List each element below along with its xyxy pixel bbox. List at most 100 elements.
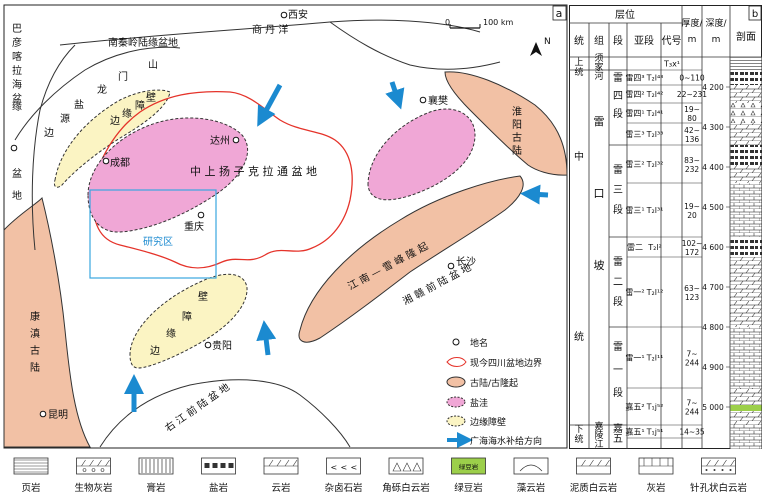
code-label: T₂l³² — [646, 160, 664, 169]
legend-salt: 盐洼 — [470, 397, 488, 409]
lithology-label: 膏岩 — [146, 482, 165, 494]
member-label: 三 — [613, 185, 623, 196]
region-char-huaiyang: 阳 — [512, 119, 522, 131]
depth-tick: 4 400 — [702, 163, 724, 172]
region-char-kangdian: 滇 — [30, 327, 40, 340]
thickness-value: 244 — [685, 408, 700, 417]
region-char-longmen: 门 — [118, 70, 128, 83]
lithology-layer — [730, 237, 762, 257]
legend-boundary: 现今四川盆地边界 — [470, 357, 542, 369]
lithology-label: 灰岩 — [646, 482, 665, 494]
subsegment-label: 雷四² — [625, 90, 644, 99]
code-label: T₂l³³ — [646, 130, 664, 139]
lithology-label: 页岩 — [21, 482, 40, 494]
thickness-value: 102~ — [682, 239, 703, 248]
member-label: 一 — [613, 365, 623, 376]
code-label: T₂l⁴² — [646, 90, 664, 99]
strat-panel-label: b — [752, 9, 758, 20]
thickness-value: 19~ — [684, 202, 700, 211]
subsegment-label: 雷一² — [625, 288, 644, 297]
region-char-yuan_bian: 盐 — [74, 98, 84, 111]
formation-label: 须 — [594, 53, 603, 64]
lithology-item: 云岩 — [263, 457, 299, 494]
place-chengdu: 成都 — [110, 157, 130, 169]
series-label: 中 — [574, 150, 584, 163]
lithology-label: 生物灰岩 — [74, 482, 112, 494]
subsegment-label: 雷四³ — [625, 74, 644, 83]
lithology-label: 绿豆岩 — [454, 482, 483, 494]
lithology-layer — [730, 145, 762, 165]
label-study-area: 研究区 — [143, 235, 173, 248]
subsegment-label: 雷四¹ — [625, 109, 644, 118]
scale-zero: 0 — [445, 18, 450, 27]
legend-uplift: 古陆/古隆起 — [470, 377, 518, 389]
region-char-edge_barrier_nw: 边 — [110, 115, 120, 127]
label-central-basin: 中 上 扬 子 克 拉 通 盆 地 — [190, 164, 317, 178]
subsegment-label: 雷三³ — [625, 130, 644, 139]
series-label: 统 — [574, 330, 584, 343]
region-char-bayan: 喀 — [12, 50, 22, 63]
depth-tick: 4 200 — [702, 83, 724, 92]
code-label: T₂l⁴¹ — [646, 109, 664, 118]
thickness-value: 80 — [687, 114, 697, 123]
subsegment-label: 嘉五² — [625, 402, 644, 412]
region-char-bayan: 盆 — [12, 92, 22, 105]
member-label: 段 — [613, 203, 623, 216]
subsegment-label: 嘉五¹ — [625, 427, 644, 437]
header-depth: 深度/ — [705, 17, 727, 29]
lithology-item: 泥质白云岩 — [570, 457, 617, 494]
thickness-value: 123 — [685, 293, 700, 302]
thickness-value: 136 — [685, 135, 700, 144]
subsegment-label: 雷三² — [625, 160, 644, 169]
place-xian: 西安 — [288, 8, 308, 21]
member-label: 雷 — [613, 164, 623, 176]
formation-label: 雷 — [594, 115, 605, 128]
code-label: T₂l³¹ — [646, 206, 664, 215]
thickness-value: 63~ — [684, 284, 700, 293]
lithology-layer — [730, 327, 762, 388]
formation-label: 坡 — [594, 259, 605, 272]
place-guiyang: 贵阳 — [212, 339, 232, 352]
svg-text:<: < — [351, 463, 358, 472]
series-label: 下 — [574, 425, 583, 435]
formation-label: 江 — [594, 439, 603, 449]
jiangnan-xuefeng-uplift — [298, 175, 524, 343]
thickness-value: 0~110 — [679, 74, 705, 83]
formation-label: 家 — [594, 61, 603, 73]
legend-place: 地名 — [470, 337, 488, 349]
thickness-value: 22~231 — [677, 90, 707, 99]
thickness-value: 42~ — [684, 126, 700, 135]
region-char-kangdian: 康 — [30, 310, 40, 323]
lithology-item: 针孔状白云岩 — [690, 457, 747, 494]
formation-label: 嘉 — [594, 420, 603, 432]
lithology-layer — [730, 165, 762, 183]
place-kunming: 昆明 — [48, 409, 68, 421]
header-col: 组 — [594, 34, 604, 47]
edge-barrier-nw — [53, 89, 171, 188]
lithology-layer — [730, 257, 762, 327]
member-label: 雷 — [613, 256, 623, 268]
region-char-huaiyang: 古 — [512, 131, 522, 144]
subsegment-label: 雷一¹ — [625, 354, 644, 363]
region-char-margin_basin: 缘 — [12, 100, 22, 113]
place-xiangfan: 襄樊 — [428, 94, 448, 107]
code-label: T₂l² — [647, 243, 662, 252]
header-col: 段 — [613, 34, 623, 47]
seawater-supply-arrows — [124, 81, 549, 412]
header-col: 代号 — [662, 35, 682, 47]
member-label: 段 — [613, 295, 623, 308]
depth-tick: 4 700 — [702, 283, 724, 292]
member-label: 嘉 — [613, 422, 623, 435]
lithology-item: 藻云岩 — [513, 457, 549, 494]
thickness-value: 172 — [685, 248, 700, 257]
region-char-kangdian: 古 — [30, 344, 40, 357]
formation-label: 陵 — [594, 430, 603, 441]
lithology-layer — [730, 57, 762, 70]
region-char-huaiyang: 陆 — [512, 144, 522, 157]
salt-depression-east — [367, 108, 476, 201]
region-char-edge_barrier_nw: 障 — [135, 99, 145, 112]
region-char-longmen: 山 — [148, 59, 158, 71]
thickness-value: 19~ — [684, 105, 700, 114]
lithology-item: <<<杂卤石岩 — [324, 457, 363, 494]
